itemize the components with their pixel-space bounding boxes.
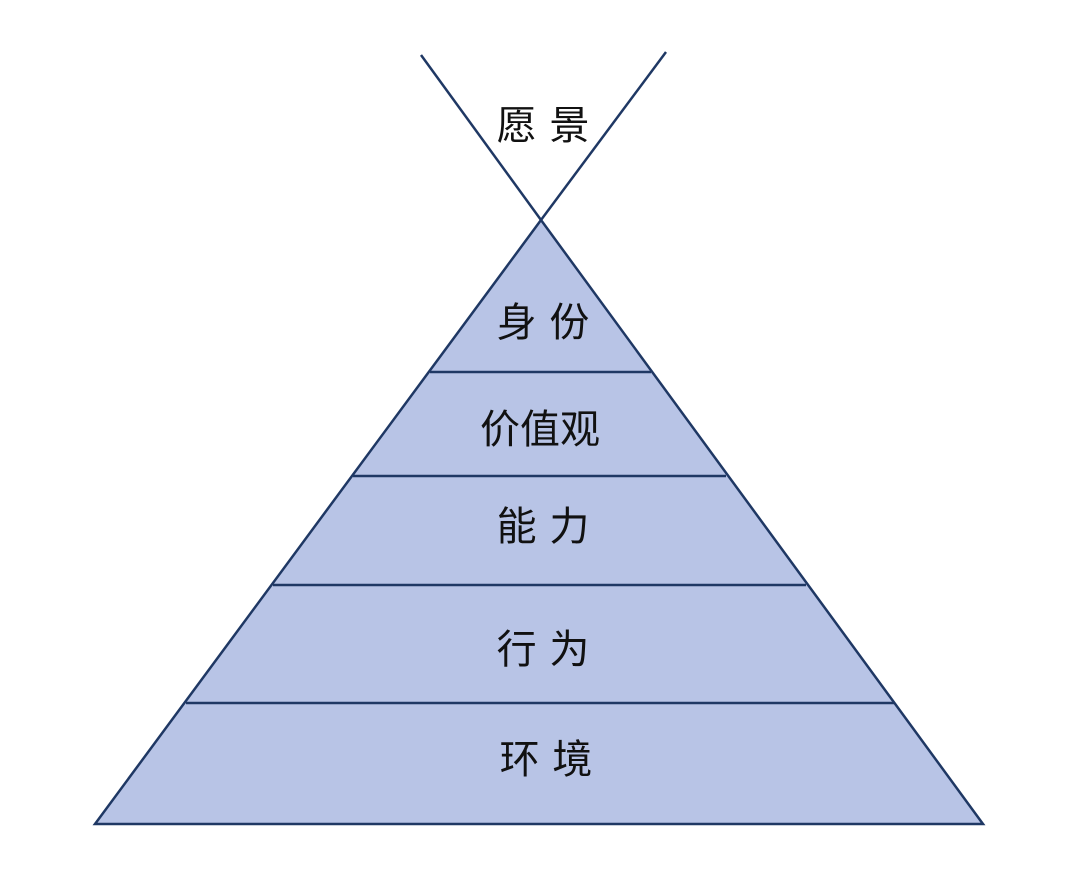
level-label-values: 价值观 [480, 407, 600, 453]
vision-right-arm [539, 51, 668, 221]
level-label-identity: 身 份 [497, 300, 590, 346]
level-label-environment: 环 境 [500, 737, 593, 783]
level-label-capability: 能 力 [497, 504, 590, 550]
pyramid-body [95, 220, 983, 824]
level-label-behavior: 行 为 [497, 627, 590, 673]
vision-label: 愿 景 [497, 103, 590, 149]
vision-left-arm [419, 54, 543, 221]
pyramid-outline [92, 217, 986, 826]
